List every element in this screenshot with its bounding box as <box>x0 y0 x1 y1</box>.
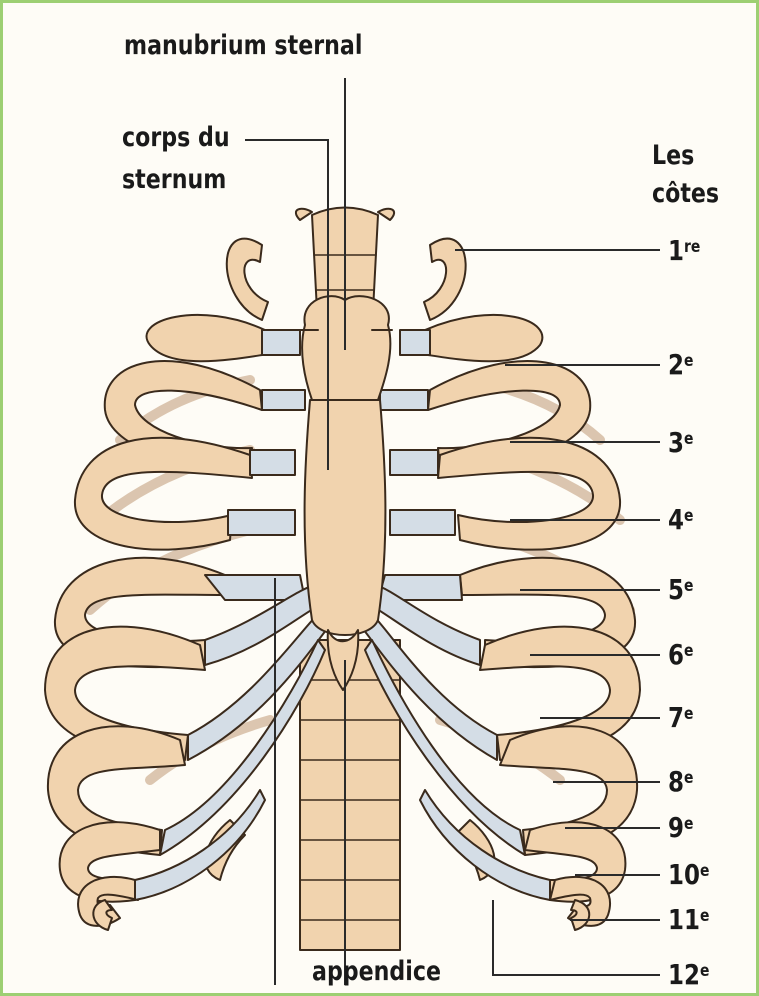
manubrium-label: manubrium sternal <box>124 30 362 62</box>
rib-label-4: 4e <box>668 505 693 535</box>
xiphoid-label: appendice <box>312 956 441 988</box>
rib-label-9: 9e <box>668 813 693 843</box>
ribs-heading-line2: côtes <box>652 178 719 210</box>
sternum-body-label-line2: sternum <box>122 164 226 196</box>
rib-label-1: 1re <box>668 236 700 266</box>
rib-label-11: 11e <box>668 905 709 935</box>
rib-label-2: 2e <box>668 350 693 380</box>
rib-label-12: 12e <box>668 960 709 990</box>
rib-label-10: 10e <box>668 860 709 890</box>
sternum-body-label-line1: corps du <box>122 122 230 154</box>
ribs-heading-line1: Les <box>652 140 694 172</box>
rib-label-6: 6e <box>668 640 693 670</box>
rib-label-5: 5e <box>668 575 693 605</box>
rib-label-7: 7e <box>668 703 693 733</box>
rib-label-8: 8e <box>668 767 693 797</box>
rib-label-3: 3e <box>668 428 693 458</box>
